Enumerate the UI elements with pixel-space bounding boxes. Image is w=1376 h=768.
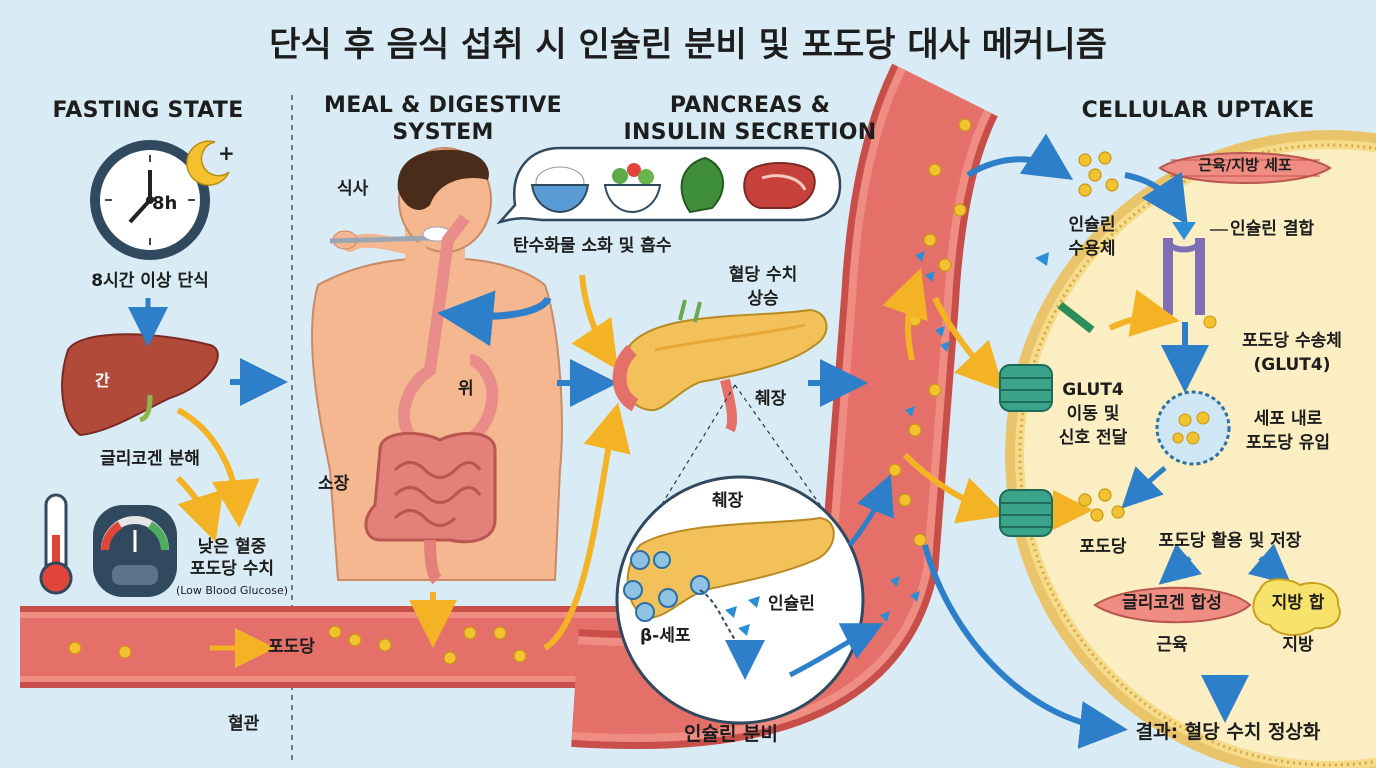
arrow-to-glut4-top <box>932 296 1005 392</box>
insulin-label: 인슐린 <box>768 594 815 614</box>
arrow-breakdown <box>175 475 224 543</box>
stomach-label: 위 <box>458 379 474 399</box>
glut4-channel-top <box>999 364 1053 412</box>
low-glucose-label: 낮은 혈중 <box>197 537 267 557</box>
glycogen-breakdown: 글리코겐 분해 <box>100 449 200 469</box>
glycogen-synthesis-label: 글리코겐 합성 <box>1122 593 1222 613</box>
moon-plus: + <box>218 141 235 165</box>
arrow-glucose-rise <box>882 268 928 361</box>
arrow-insulin-vessel <box>788 623 884 678</box>
muscle-fat-cell-label: 근육/지방 세포 <box>1198 156 1292 174</box>
glucose-transporter-label-2: (GLUT4) <box>1253 355 1331 375</box>
muscle-fiber-icon <box>1158 152 1332 184</box>
receptor-small <box>1057 301 1095 334</box>
insulin-inset-molecules <box>725 596 760 636</box>
glucose-inside-cell <box>1078 488 1125 522</box>
glut4-label-3: 신호 전달 <box>1058 428 1128 448</box>
arrow-signal <box>1108 289 1180 337</box>
pancreas-icon <box>612 299 828 433</box>
glut4-label: GLUT4 <box>1062 380 1124 400</box>
section-header-meal-2: SYSTEM <box>392 120 494 145</box>
arrow-to-pancreas <box>571 274 618 370</box>
meat-icon <box>743 162 816 209</box>
clock-icon <box>90 140 210 260</box>
page-title: 단식 후 음식 섭취 시 인슐린 분비 및 포도당 대사 메커니즘 <box>269 25 1107 65</box>
fasting-duration: 8시간 이상 단식 <box>91 271 209 291</box>
vessel-glucose-label: 포도당 <box>268 637 315 657</box>
liver-label: 간 <box>95 371 110 390</box>
low-glucose-en: (Low Blood Glucose) <box>175 584 289 597</box>
blood-sugar-rise: 혈당 수치 <box>728 265 798 285</box>
glucose-near-cell <box>1078 151 1119 197</box>
leafy-greens-icon <box>680 156 725 214</box>
arrow-liver-glucose <box>176 407 260 528</box>
section-header-pancreas: PANCREAS & <box>669 93 831 118</box>
arrow-vesicle-out <box>1121 466 1167 509</box>
rice-bowl-icon <box>530 166 590 214</box>
small-intestine-label: 소장 <box>318 474 350 494</box>
vessel-label: 혈관 <box>228 714 260 734</box>
muscle-label: 근육 <box>1156 635 1188 655</box>
glut4-channel-bottom <box>999 489 1053 537</box>
pancreas-label: 췌장 <box>755 389 787 409</box>
meal-label: 식사 <box>337 179 369 199</box>
inset-title: 췌장 <box>712 491 744 511</box>
blood-sugar-rise-2: 상승 <box>747 289 779 309</box>
glucose-influx-label-2: 포도당 유입 <box>1245 433 1331 453</box>
utilization-label: 포도당 활용 및 저장 <box>1158 531 1302 551</box>
insulin-receptor-label-2: 수용체 <box>1068 239 1116 259</box>
arrow-insulin-to-cell <box>966 133 1074 180</box>
inset-leader-left <box>639 384 736 541</box>
carb-absorption-label: 탄수화물 소화 및 흡수 <box>513 236 672 256</box>
fat-label: 지방 <box>1282 635 1314 655</box>
intestines <box>364 431 497 585</box>
arrow-to-fat <box>1247 543 1292 585</box>
arrow-to-receptor <box>1124 171 1188 226</box>
arrow-absorption <box>437 290 552 347</box>
glucose-influx-label: 세포 내로 <box>1253 409 1323 429</box>
pancreas-inset <box>615 475 865 725</box>
glut4-label-2: 이동 및 <box>1066 404 1120 424</box>
beta-cell-label: β-세포 <box>640 626 691 646</box>
insulin-secretion-label: 인슐린 분비 <box>683 723 779 745</box>
arrow-glucose-up <box>543 402 631 651</box>
glucose-meter-icon <box>93 505 177 597</box>
glucose-at-transporter <box>1203 315 1217 329</box>
result-label: 결과: 혈당 수치 정상화 <box>1135 721 1321 743</box>
arrow-to-result <box>922 544 1128 749</box>
section-header-fasting: FASTING STATE <box>52 98 244 123</box>
glycogen-muscle-icon <box>1093 586 1252 624</box>
section-header-meal: MEAL & DIGESTIVE <box>324 93 562 118</box>
moon-icon <box>186 140 230 186</box>
salad-bowl-icon <box>603 163 662 214</box>
arrow-to-glut4-bottom <box>902 452 1008 524</box>
section-header-cellular: CELLULAR UPTAKE <box>1081 98 1315 123</box>
fat-synthesis-label: 지방 합 <box>1271 593 1325 613</box>
insulin-at-receptor <box>1035 252 1049 266</box>
arrow-insulin-up <box>848 474 894 547</box>
section-header-pancreas-2: INSULIN SECRETION <box>623 120 877 145</box>
insulin-receptor-label: 인슐린 <box>1068 215 1116 235</box>
cell-glucose-label: 포도당 <box>1079 537 1127 557</box>
thermometer-icon <box>39 493 73 595</box>
glut4-vesicle <box>1155 390 1231 466</box>
low-glucose-label-2: 포도당 수치 <box>189 559 275 579</box>
arrow-to-glycogen <box>1158 543 1203 585</box>
glucose-transporter-label: 포도당 수송체 <box>1242 331 1342 351</box>
insulin-binding-label: 인슐린 결합 <box>1230 219 1315 239</box>
fat-cell-icon <box>1252 578 1341 636</box>
clock-label: 8h <box>152 193 178 214</box>
